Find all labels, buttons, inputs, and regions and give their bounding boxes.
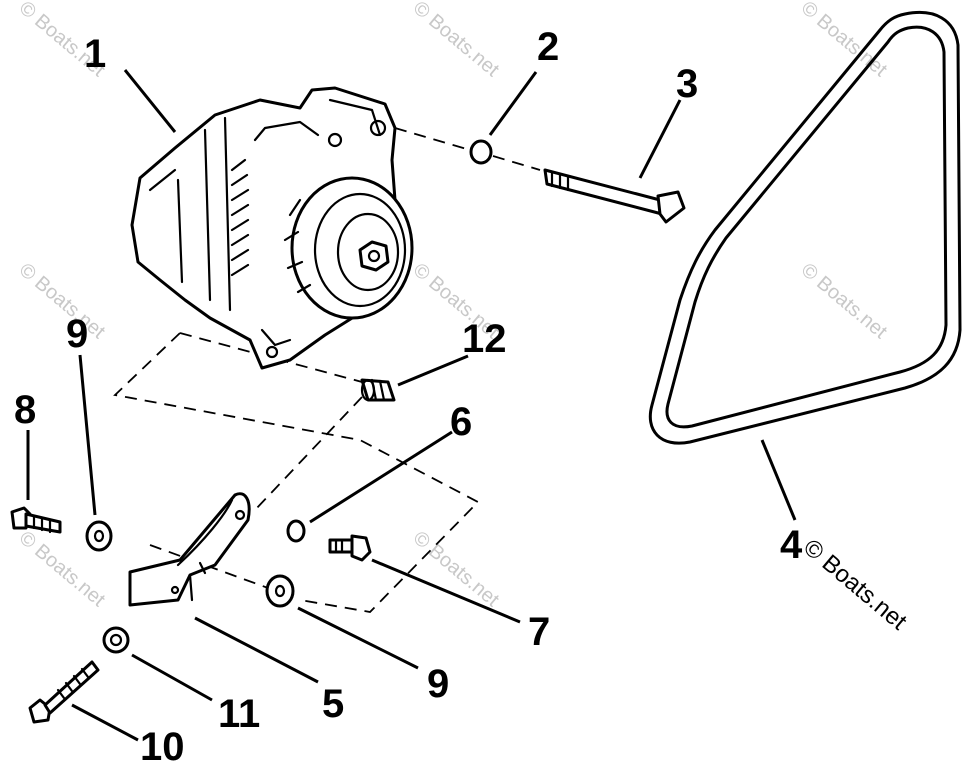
short-bolt-drawing <box>328 534 372 562</box>
callout-11: 11 <box>218 692 260 736</box>
callout-7: 7 <box>528 610 550 654</box>
watermark-prominent: © Boats.net <box>798 534 912 636</box>
bracket-drawing <box>128 492 251 607</box>
watermark: © Boats.net <box>15 259 110 343</box>
callout-8: 8 <box>14 388 36 432</box>
belt-drawing <box>648 11 962 445</box>
callout-9-lower: 9 <box>427 662 449 706</box>
callout-9-upper: 9 <box>66 312 88 356</box>
long-screw-drawing <box>28 660 100 724</box>
callout-2: 2 <box>537 25 559 69</box>
washer-drawing <box>469 139 493 165</box>
watermarks: © Boats.net © Boats.net © Boats.net © Bo… <box>15 0 892 611</box>
watermark: © Boats.net <box>797 259 892 343</box>
sleeve-drawing <box>360 378 396 402</box>
lock-washer-drawing <box>102 626 130 654</box>
alternator-drawing <box>130 86 414 370</box>
callout-5: 5 <box>322 682 344 726</box>
callouts: 1 2 3 4 5 6 7 8 9 9 10 11 12 <box>14 25 803 764</box>
spacer-lower-drawing <box>265 574 295 608</box>
callout-3: 3 <box>676 62 698 106</box>
callout-6: 6 <box>450 400 472 444</box>
watermark: © Boats.net <box>409 0 504 81</box>
watermark: © Boats.net <box>409 527 504 611</box>
leader-lines <box>26 69 797 742</box>
callout-1: 1 <box>84 32 106 76</box>
long-bolt-drawing <box>543 168 686 224</box>
assembly-guides <box>113 127 541 613</box>
callout-12: 12 <box>462 317 507 361</box>
spacer-upper-drawing <box>85 520 113 552</box>
callout-4: 4 <box>780 523 803 567</box>
small-washer-drawing <box>286 519 306 543</box>
callout-10: 10 <box>140 725 185 764</box>
watermark: © Boats.net <box>797 0 892 81</box>
screw-drawing <box>10 506 62 534</box>
